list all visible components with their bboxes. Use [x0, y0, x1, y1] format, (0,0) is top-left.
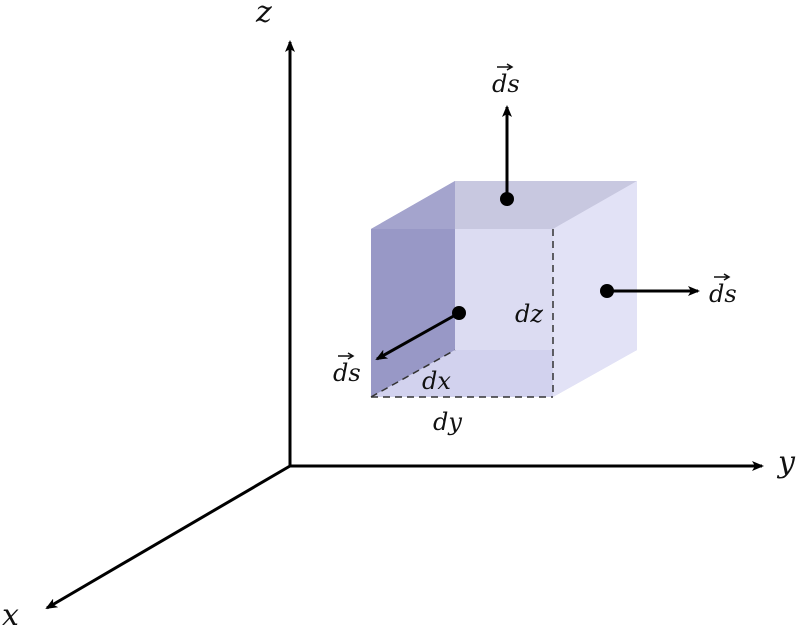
- x-axis: [45, 464, 291, 610]
- edge-dx-dashed: [370, 349, 456, 398]
- z-axis-label: z: [255, 0, 272, 30]
- cube-left-face: [371, 181, 455, 397]
- normal-vector-front: ds: [333, 306, 466, 387]
- arrow-front: [375, 311, 460, 361]
- point-front: [452, 306, 466, 320]
- x-axis-label: x: [2, 598, 19, 632]
- cube-right-face: [553, 181, 637, 397]
- normal-vector-top: ds: [492, 63, 520, 206]
- dy-label: dy: [433, 408, 462, 436]
- ds-label-right: ds: [709, 280, 737, 308]
- vector-accent-icon: [338, 352, 355, 360]
- point-right: [600, 284, 614, 298]
- ds-label-front: ds: [333, 359, 361, 387]
- cube: dz dx dy: [370, 181, 637, 436]
- dx-label: dx: [422, 367, 451, 395]
- vector-accent-icon: [497, 63, 514, 71]
- y-axis-label: y: [776, 445, 796, 480]
- dz-label: dz: [515, 300, 543, 328]
- ds-label-top: ds: [492, 70, 520, 98]
- vector-accent-icon: [714, 273, 731, 281]
- point-top: [500, 192, 514, 206]
- cube-front-face: [455, 229, 553, 350]
- normal-vector-right: ds: [600, 273, 737, 308]
- cube-front-left-strip: [371, 181, 455, 229]
